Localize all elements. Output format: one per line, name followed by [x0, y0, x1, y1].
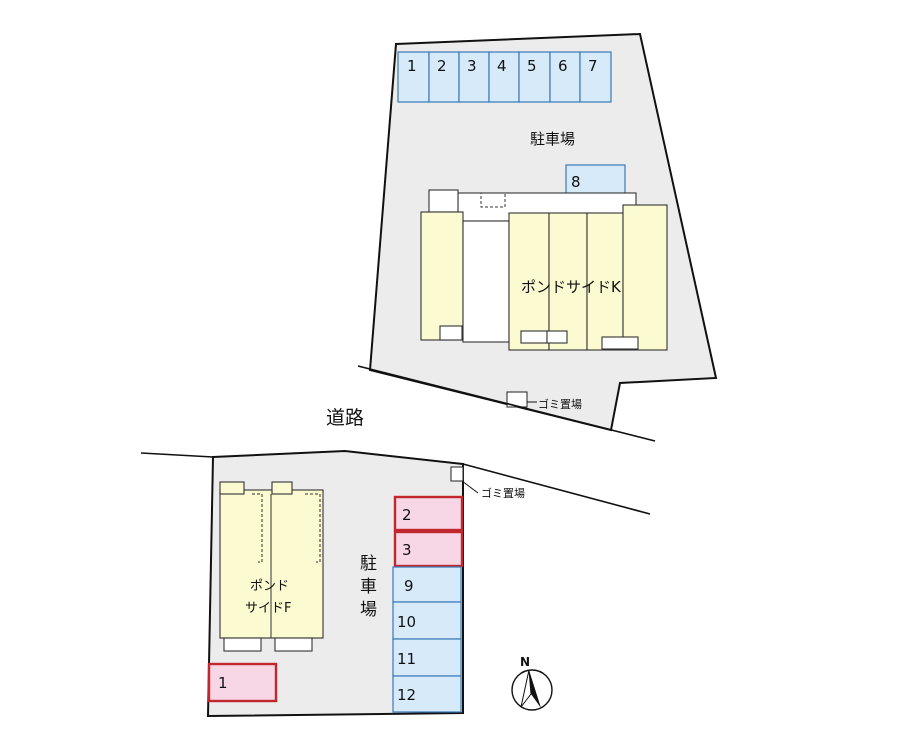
- building-k-unit-5: [622, 204, 668, 351]
- parking-space-2-south: [393, 495, 464, 532]
- building-k-porch-2: [520, 330, 548, 344]
- parking-space-9: [392, 566, 462, 603]
- building-k-porch-4: [601, 336, 639, 350]
- building-f-label-line2: サイドF: [245, 601, 291, 616]
- south-garbage-label: ゴミ置場: [481, 486, 525, 500]
- parking-space-3-south: [393, 530, 464, 568]
- building-k-unit-4: [586, 212, 624, 351]
- parking-space-3-south-label: 3: [402, 541, 412, 559]
- parking-space-6-label: 6: [558, 57, 568, 75]
- building-f-notch-left: [219, 481, 245, 495]
- north-garbage-label: ゴミ置場: [538, 397, 582, 411]
- building-f-porch-right: [274, 637, 313, 652]
- south-road-edge-right: [462, 463, 651, 515]
- building-f-porch-left: [223, 637, 262, 652]
- parking-space-4-label: 4: [497, 57, 507, 75]
- building-k-corner: [428, 189, 459, 213]
- building-k-label: ポンドサイドK: [521, 278, 622, 296]
- north-parking-row: 1 2 3 4 5 6 7: [397, 51, 612, 103]
- building-k-unit-2: [508, 212, 550, 351]
- parking-space-3: [458, 51, 490, 103]
- building-k-porch-3: [546, 330, 568, 344]
- building-f-dash-left: [252, 493, 263, 563]
- compass-north-label: N: [520, 655, 530, 669]
- north-parking-label: 駐車場: [530, 130, 575, 148]
- parking-space-2-label: 2: [437, 57, 447, 75]
- parking-space-1-south-label: 1: [218, 674, 228, 692]
- south-parking-label-char-1: 駐: [360, 554, 377, 574]
- parking-space-11: [392, 638, 462, 677]
- parking-space-1-south: [207, 662, 278, 703]
- parking-space-3-label: 3: [467, 57, 477, 75]
- building-k-unit-1: [420, 211, 464, 341]
- parking-space-4: [488, 51, 520, 103]
- south-road-edge-left: [140, 452, 214, 458]
- building-f-label-line1: ポンド: [250, 579, 289, 594]
- south-parking-label: 駐 車 場: [360, 554, 377, 620]
- parking-space-5: [518, 51, 551, 103]
- parking-space-2: [428, 51, 460, 103]
- building-k-porch-1: [439, 325, 463, 341]
- south-garbage-box: [450, 466, 464, 482]
- compass-needle-dark: [529, 670, 541, 708]
- building-k: ポンドサイドK: [420, 189, 668, 351]
- south-garbage-leader: [461, 480, 479, 494]
- parking-space-7: [579, 51, 612, 103]
- building-f: ポンド サイドF: [219, 481, 324, 652]
- parking-space-11-label: 11: [397, 650, 416, 668]
- road-label: 道路: [326, 407, 364, 429]
- parking-space-7-label: 7: [588, 57, 598, 75]
- building-k-stair: [462, 220, 510, 343]
- north-road-edge: [357, 365, 656, 442]
- parking-space-12: [392, 675, 462, 713]
- parking-space-12-label: 12: [397, 686, 416, 704]
- building-f-dash-right: [305, 493, 321, 563]
- north-lot: 1 2 3 4 5 6 7 駐車場 8 ポンドサイドK: [368, 32, 718, 432]
- parking-space-10-label: 10: [397, 613, 416, 631]
- parking-space-8-label: 8: [571, 173, 581, 191]
- compass-needle-light: [520, 669, 532, 708]
- south-lot: ポンド サイドF 駐 車 場 2 3 9 10 11 12 1: [206, 449, 479, 718]
- building-k-hatch: [480, 192, 506, 208]
- south-parking-label-char-2: 車: [360, 577, 377, 597]
- south-parking-label-char-3: 場: [360, 600, 377, 620]
- parking-space-10: [392, 601, 462, 640]
- parking-space-2-south-label: 2: [402, 506, 412, 524]
- building-f-notch-right: [271, 481, 293, 495]
- compass: N: [511, 655, 553, 711]
- parking-space-5-label: 5: [527, 57, 537, 75]
- parking-space-6: [549, 51, 581, 103]
- parking-space-9-label: 9: [404, 577, 414, 595]
- parking-space-8: [565, 164, 626, 197]
- north-garbage-box: [506, 391, 528, 408]
- parking-space-1-label: 1: [407, 57, 417, 75]
